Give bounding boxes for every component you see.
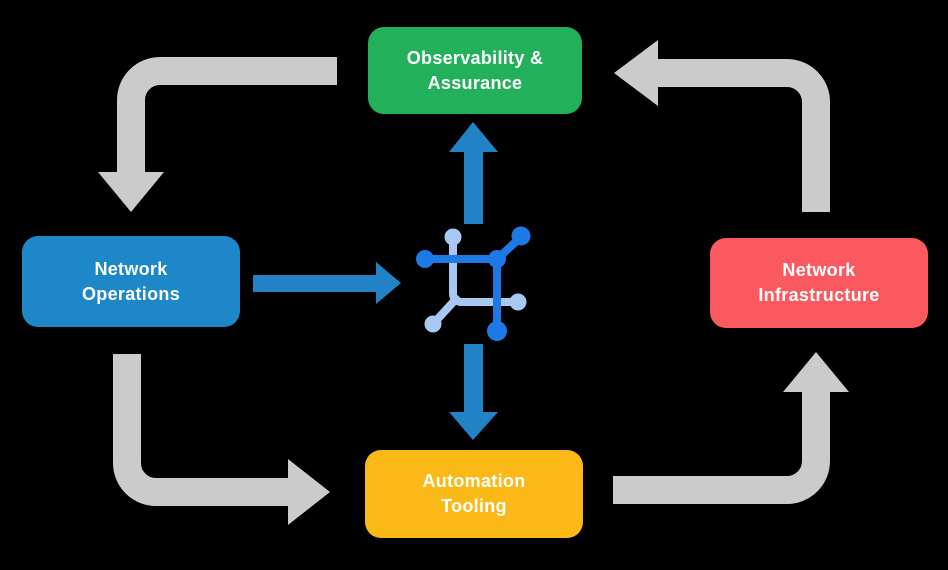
arrow-infrastructure-to-observability — [614, 40, 830, 212]
network-mesh-icon-light-nodes — [424, 228, 527, 333]
arrow-automation-to-infrastructure — [613, 352, 849, 504]
node-network-infrastructure: Network Infrastructure — [710, 238, 928, 328]
arrow-icon-to-automation — [449, 344, 498, 440]
arrow-operations-to-icon — [253, 262, 401, 304]
arrow-icon-to-observability — [449, 122, 498, 224]
arrow-operations-to-automation — [113, 354, 330, 525]
node-automation-label: Automation Tooling — [422, 471, 526, 516]
network-mesh-icon-bright-nodes — [416, 226, 531, 341]
node-observability-assurance: Observability & Assurance — [368, 27, 582, 114]
node-observability-label: Observability & Assurance — [406, 47, 544, 93]
network-mesh-icon — [416, 226, 531, 341]
node-automation-tooling: Automation Tooling — [365, 450, 583, 538]
node-network-operations: Network Operations — [22, 236, 240, 327]
node-operations-label: Network Operations — [81, 258, 181, 304]
node-infrastructure-label: Network Infrastructure — [758, 260, 880, 305]
arrow-observability-to-operations — [98, 57, 337, 212]
